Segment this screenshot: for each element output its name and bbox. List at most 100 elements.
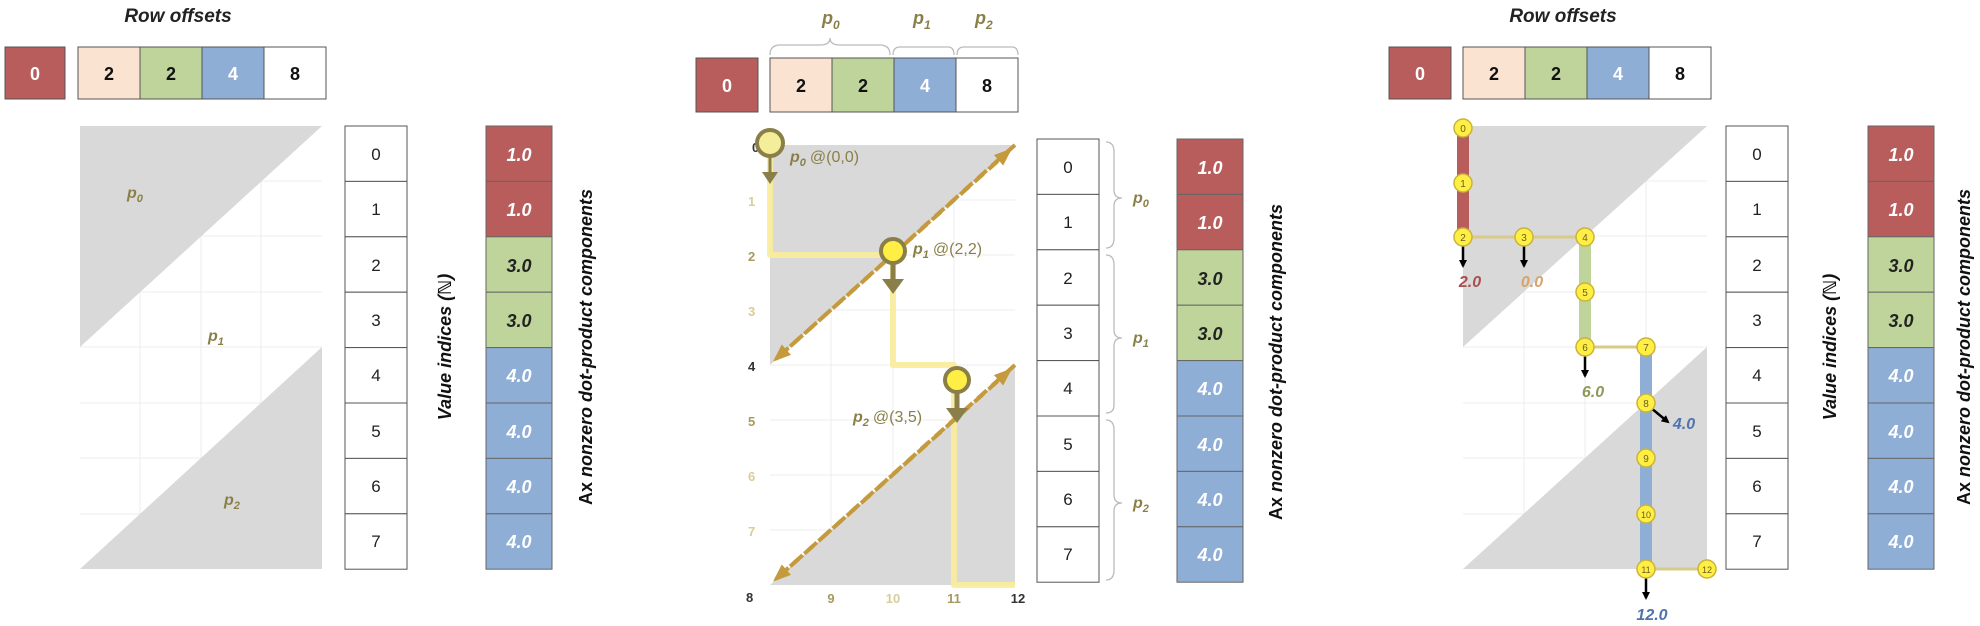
ax-value: 4.0 — [1196, 490, 1222, 510]
middle-grid: 0 1 2 3 4 5 6 7 8 9 10 11 12 p0@(0,0) — [746, 128, 1025, 606]
output-arrow — [1650, 407, 1670, 424]
row-offset-value: 0 — [30, 64, 40, 84]
index-value: 7 — [1063, 545, 1072, 564]
index-value: 5 — [371, 422, 380, 441]
index-value: 6 — [1063, 490, 1072, 509]
index-value: 1 — [1063, 213, 1072, 232]
ax-column-left: 1.0 1.0 3.0 3.0 4.0 4.0 4.0 4.0 — [485, 125, 553, 570]
ax-value: 3.0 — [1888, 311, 1913, 331]
index-cell — [1725, 402, 1789, 459]
row-offset-cell — [831, 57, 895, 113]
ax-cell — [1867, 125, 1935, 182]
row-offset-cell — [77, 46, 141, 100]
ax-cell — [1176, 249, 1244, 306]
index-value: 2 — [1063, 269, 1072, 288]
split-point-p1: p1@(2,2) — [879, 237, 982, 294]
ax-value: 4.0 — [505, 366, 531, 386]
index-value: 5 — [1063, 435, 1072, 454]
partition-label-right-p0: p0 — [1132, 190, 1150, 210]
node-label: 7 — [1643, 343, 1649, 354]
row-offset-cell — [139, 46, 203, 100]
split-label-p2: p2@(3,5) — [852, 409, 922, 429]
partition-triangle-p2 — [80, 347, 322, 569]
path-nodes: 0 1 2 3 4 5 6 7 8 9 10 — [1453, 118, 1717, 579]
split-point-p0: p0@(0,0) — [755, 128, 859, 184]
index-value: 6 — [1752, 477, 1761, 496]
row-offset-cell — [1388, 46, 1452, 100]
index-cell — [1036, 415, 1100, 472]
ax-cell — [1176, 138, 1244, 195]
value-indices-label-left: Value indices (ℕ) — [435, 274, 455, 420]
partition-label-top-p0: p0 — [821, 8, 840, 32]
node-label: 2 — [1460, 233, 1466, 244]
split-point-p2: p2@(3,5) — [852, 366, 971, 429]
index-cell — [1036, 193, 1100, 251]
ax-cell — [485, 347, 553, 404]
ax-value: 4.0 — [505, 422, 531, 442]
ax-column-middle: 1.0 1.0 3.0 3.0 4.0 4.0 4.0 4.0 — [1176, 138, 1244, 583]
index-cell — [1036, 526, 1100, 583]
ax-cell — [1867, 402, 1935, 459]
ax-label-left: Ax nonzero dot-product components — [576, 189, 596, 505]
node-label: 5 — [1582, 288, 1588, 299]
index-value: 0 — [371, 145, 380, 164]
partition-triangle-p0 — [80, 126, 322, 347]
path-node — [1453, 227, 1473, 247]
right-panel: Row offsets 0 2 2 4 8 — [1388, 6, 1974, 624]
ax-value: 4.0 — [505, 532, 531, 552]
row-offset-value: 8 — [1675, 64, 1685, 84]
row-sum: 2.0 — [1458, 274, 1481, 291]
col-tick: 9 — [827, 591, 834, 606]
ax-value: 4.0 — [505, 477, 531, 497]
node-label: 8 — [1643, 399, 1649, 410]
row-offset-value: 2 — [1489, 64, 1499, 84]
value-indices-column-right: 0 1 2 3 4 5 6 7 — [1725, 125, 1789, 570]
row-offset-cell — [769, 57, 833, 113]
index-cell — [344, 291, 408, 349]
index-cell — [1036, 304, 1100, 362]
row-offset-cell — [955, 57, 1019, 113]
partition-label-top-p1: p1 — [912, 8, 931, 32]
ax-value: 4.0 — [1196, 545, 1222, 565]
path-node — [1636, 448, 1656, 468]
node-label: 9 — [1643, 454, 1649, 465]
row-offset-value: 8 — [290, 64, 300, 84]
partition-label-right-p1: p1 — [1132, 330, 1149, 350]
ax-value: 3.0 — [1197, 269, 1222, 289]
ax-value: 3.0 — [506, 311, 531, 331]
ax-cell — [1867, 347, 1935, 404]
row-offset-cell — [1648, 46, 1712, 100]
ax-cell — [485, 180, 553, 238]
ax-cell — [1176, 193, 1244, 251]
index-cell — [1036, 360, 1100, 417]
index-cell — [344, 402, 408, 459]
middle-panel: p0 p1 p2 0 2 2 4 8 — [695, 8, 1286, 606]
index-value: 6 — [371, 477, 380, 496]
row-tick: 5 — [748, 414, 755, 429]
path-node — [1636, 393, 1656, 413]
row-offset-cell — [695, 57, 759, 113]
ax-value: 4.0 — [1887, 366, 1913, 386]
index-cell — [1725, 125, 1789, 182]
merge-path-line — [767, 145, 1015, 588]
row-offset-value: 2 — [858, 76, 868, 96]
node-label: 11 — [1641, 565, 1650, 575]
index-value: 0 — [1752, 145, 1761, 164]
col-tick: 12 — [1011, 591, 1025, 606]
index-cell — [344, 513, 408, 570]
row-sum: 0.0 — [1521, 274, 1543, 291]
value-indices-column-left: 0 1 2 3 4 5 6 7 — [344, 125, 408, 570]
path-node — [1514, 227, 1534, 247]
ax-cell — [1867, 457, 1935, 515]
ax-cell — [485, 513, 553, 570]
index-value: 4 — [371, 366, 380, 385]
row-offsets-title-right: Row offsets — [1509, 6, 1616, 27]
split-label-p1: p1@(2,2) — [912, 241, 982, 261]
index-cell — [1725, 291, 1789, 349]
path-node — [1575, 282, 1595, 302]
partition-braces-right — [1105, 141, 1123, 581]
partition-label-p2: p2 — [223, 492, 240, 512]
row-tick: 4 — [748, 359, 756, 374]
row-offsets-title-left: Row offsets — [124, 6, 231, 27]
